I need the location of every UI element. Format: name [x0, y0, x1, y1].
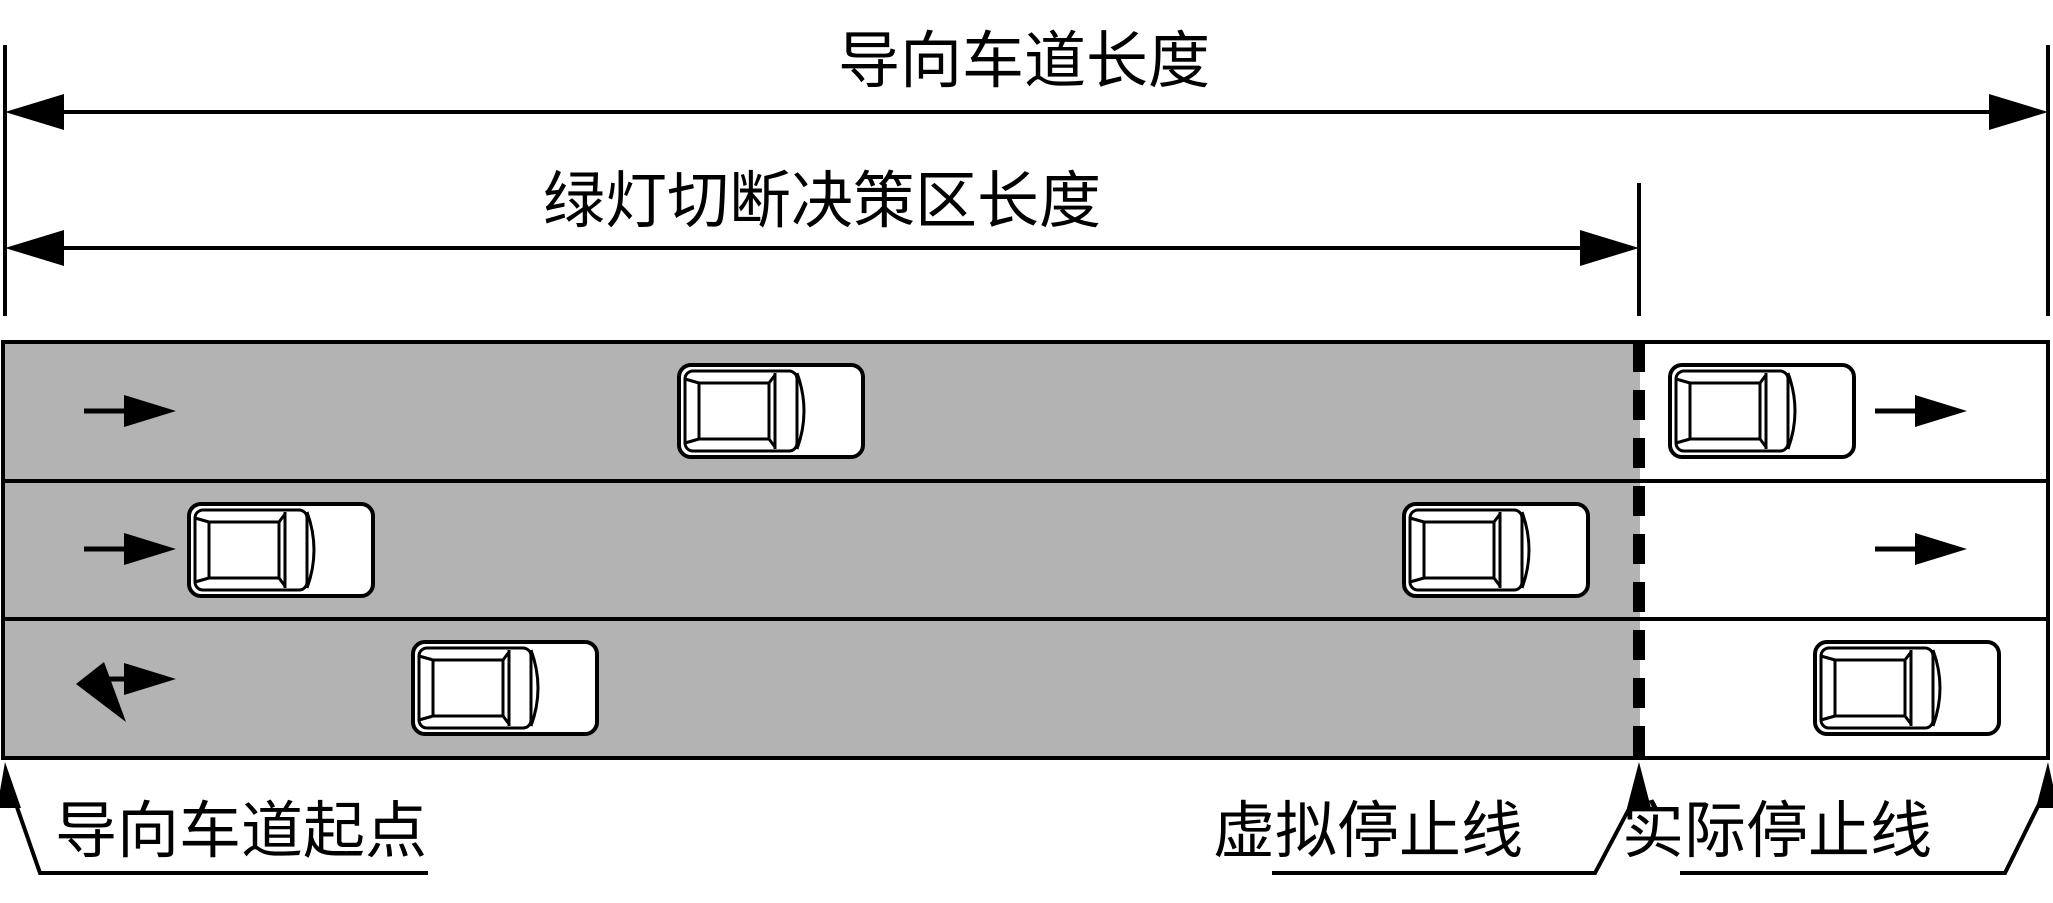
car-icon	[1813, 640, 2001, 736]
dimension-arrow-icon	[1580, 230, 1639, 266]
dimension-arrow-icon	[5, 94, 64, 130]
guide-lane-start-callout: 导向车道起点	[0, 762, 428, 875]
dimension-arrow-icon	[1989, 94, 2048, 130]
actual-stop-line-callout: 实际停止线	[1622, 762, 2053, 875]
decision-zone-length-label: 绿灯切断决策区长度	[543, 164, 1101, 237]
virtual-stop-line-callout: 虚拟停止线	[1213, 762, 1651, 875]
callout-leader	[9, 789, 428, 875]
dimension-arrow-icon	[5, 230, 64, 266]
virtual-stop-line-label: 虚拟停止线	[1213, 794, 1523, 867]
straight-left-arrow-icon	[76, 662, 176, 722]
road-outline	[1, 340, 2050, 760]
guide-lane-length-dimension: 导向车道长度	[3, 24, 2050, 316]
car-icon	[187, 502, 375, 598]
car-icon	[677, 363, 865, 459]
actual-stop-line-label: 实际停止线	[1622, 794, 1932, 867]
car-icon	[1668, 363, 1856, 459]
decision-zone-length-dimension: 绿灯切断决策区长度	[5, 164, 1641, 316]
callout-leader	[1680, 789, 2048, 875]
guide-lane-length-label: 导向车道长度	[838, 24, 1210, 97]
car-icon	[411, 640, 599, 736]
guide-lane-start-label: 导向车道起点	[55, 794, 427, 867]
car-icon	[1402, 502, 1590, 598]
pointer-arrow-icon	[2036, 762, 2053, 808]
lane-markings	[76, 395, 1967, 722]
pointer-arrow-icon	[1627, 762, 1651, 808]
pointer-arrow-icon	[0, 762, 21, 808]
callout-leader	[1272, 789, 1641, 875]
